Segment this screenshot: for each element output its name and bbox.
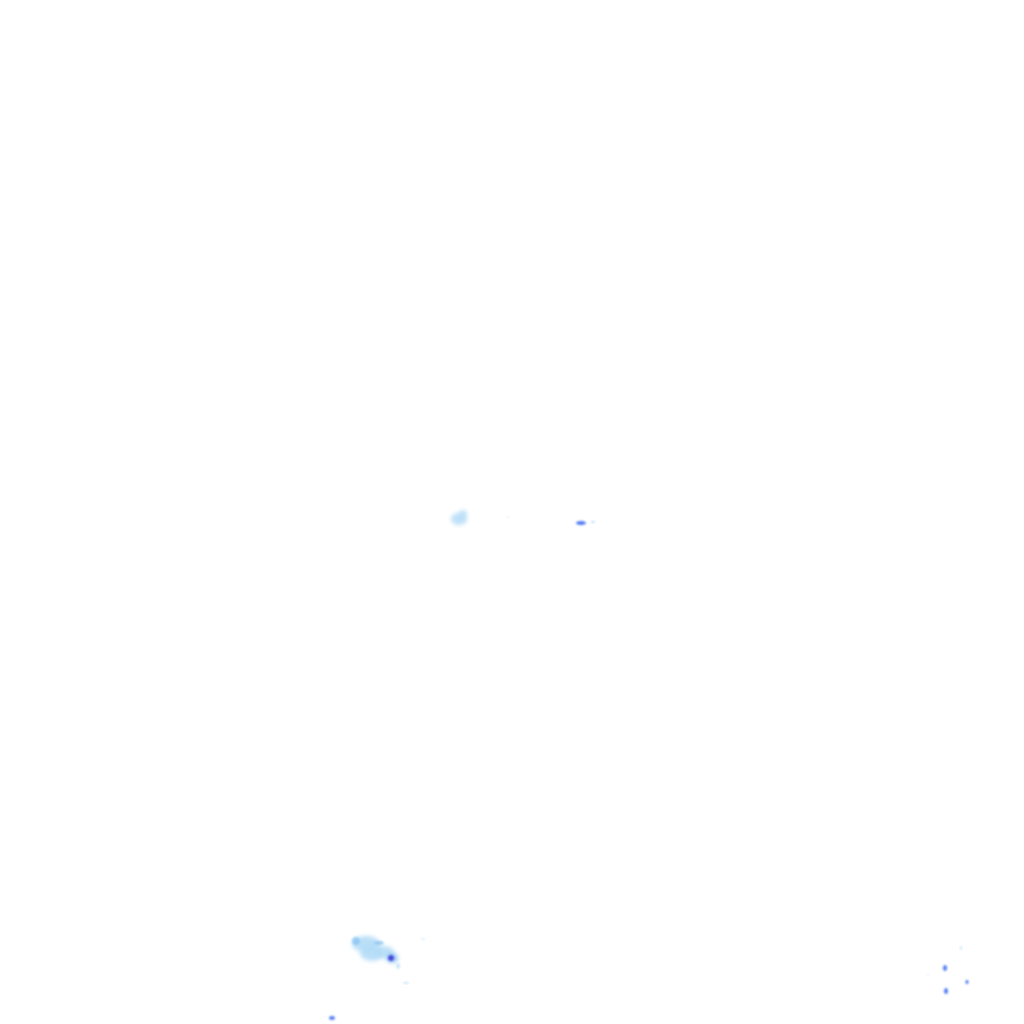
precipitation-cell — [960, 946, 962, 950]
precipitation-cell — [965, 980, 969, 984]
precipitation-cell — [352, 937, 360, 945]
precipitation-cell — [927, 974, 929, 976]
precipitation-cell — [388, 955, 394, 961]
precipitation-cell — [591, 521, 595, 523]
precipitation-cell — [459, 510, 467, 518]
precipitation-cell — [374, 941, 384, 945]
precipitation-cell — [507, 516, 509, 518]
precipitation-cell — [576, 521, 586, 525]
precipitation-cell — [944, 988, 948, 994]
precipitation-cell — [396, 963, 400, 969]
precipitation-cell — [403, 982, 409, 984]
precipitation-cell — [329, 1016, 335, 1020]
precipitation-cell — [421, 938, 425, 940]
precipitation-cell — [943, 965, 947, 971]
